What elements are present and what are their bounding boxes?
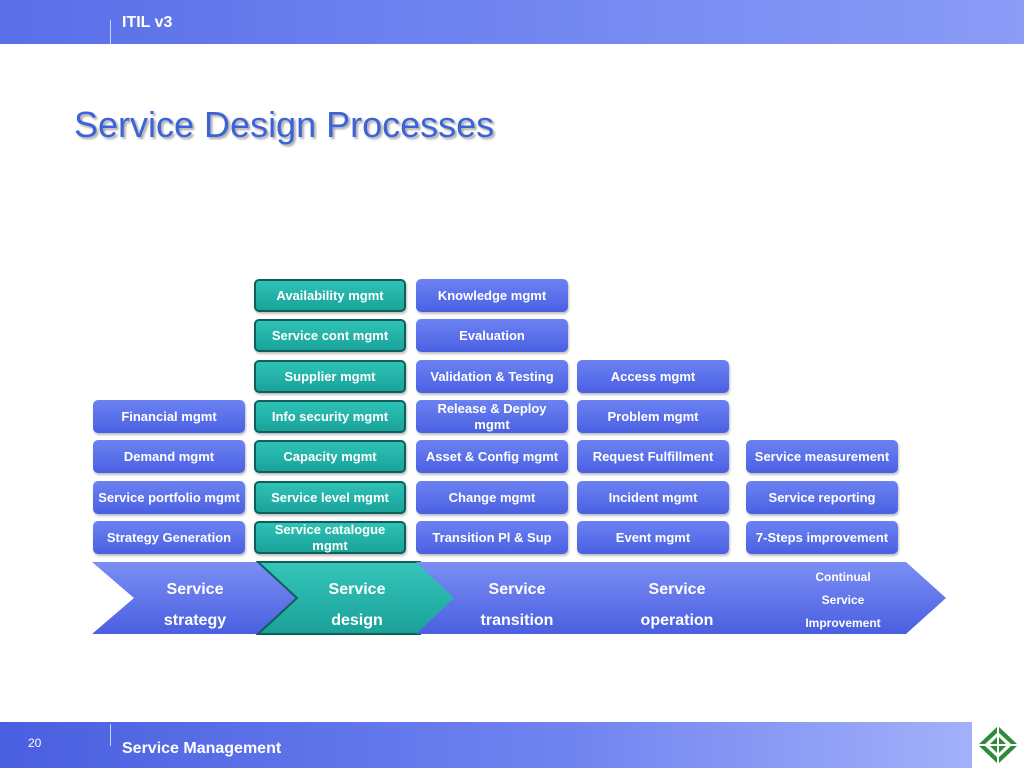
- operation-chevron: [576, 562, 778, 634]
- phase-design-line1: Service: [328, 581, 386, 598]
- service-catalogue-mgmt-box: Service catalogue mgmt: [254, 521, 406, 554]
- footer-bar: 20 Service Management: [0, 722, 1024, 768]
- page-number: 20: [28, 736, 42, 750]
- header-title: ITIL v3: [122, 14, 173, 31]
- request-fulfillment-box: Request Fulfillment: [577, 440, 729, 473]
- phase-strategy-line1: Service: [166, 581, 224, 598]
- capacity-mgmt-box: Capacity mgmt: [254, 440, 406, 473]
- phase-design-label: Service design: [292, 574, 422, 636]
- service-portfolio-mgmt-box: Service portfolio mgmt: [93, 481, 245, 514]
- validation-testing-box: Validation & Testing: [416, 360, 568, 393]
- phase-transition-label: Service transition: [452, 574, 582, 636]
- asset-config-mgmt-box: Asset & Config mgmt: [416, 440, 568, 473]
- change-mgmt-box: Change mgmt: [416, 481, 568, 514]
- phase-design-line2: design: [331, 612, 383, 629]
- seven-steps-improvement-box: 7-Steps improvement: [746, 521, 898, 554]
- phase-transition-line2: transition: [480, 612, 554, 629]
- phase-operation-line2: operation: [640, 612, 714, 629]
- service-measurement-box: Service measurement: [746, 440, 898, 473]
- strategy-generation-box: Strategy Generation: [93, 521, 245, 554]
- phase-csi-line2: Service: [821, 593, 865, 607]
- release-deploy-mgmt-box: Release & Deploy mgmt: [416, 400, 568, 433]
- phase-csi-label: Continual Service Improvement: [778, 566, 908, 635]
- availability-mgmt-box: Availability mgmt: [254, 279, 406, 312]
- financial-mgmt-box: Financial mgmt: [93, 400, 245, 433]
- access-mgmt-box: Access mgmt: [577, 360, 729, 393]
- phase-operation-label: Service operation: [612, 574, 742, 636]
- demand-mgmt-box: Demand mgmt: [93, 440, 245, 473]
- phase-operation-line1: Service: [648, 581, 706, 598]
- header-separator: [110, 20, 111, 44]
- phase-strategy-label: Service strategy: [130, 574, 260, 636]
- service-level-mgmt-box: Service level mgmt: [254, 481, 406, 514]
- logo: [972, 722, 1024, 768]
- problem-mgmt-box: Problem mgmt: [577, 400, 729, 433]
- phase-csi-line3: Improvement: [805, 616, 881, 630]
- transition-chevron: [416, 562, 618, 634]
- knowledge-mgmt-box: Knowledge mgmt: [416, 279, 568, 312]
- phase-strategy-line2: strategy: [163, 612, 227, 629]
- page-title: Service Design Processes: [74, 104, 495, 145]
- footer-title: Service Management: [122, 740, 282, 757]
- transition-pl-sup-box: Transition Pl & Sup: [416, 521, 568, 554]
- evaluation-box: Evaluation: [416, 319, 568, 352]
- strategy-chevron: [92, 562, 300, 634]
- service-reporting-box: Service reporting: [746, 481, 898, 514]
- info-security-mgmt-box: Info security mgmt: [254, 400, 406, 433]
- header-bar: ITIL v3: [0, 0, 1024, 44]
- incident-mgmt-box: Incident mgmt: [577, 481, 729, 514]
- supplier-mgmt-box: Supplier mgmt: [254, 360, 406, 393]
- phase-csi-line1: Continual: [815, 570, 871, 584]
- diamond-logo-icon: [978, 726, 1018, 764]
- csi-chevron: [738, 562, 946, 634]
- service-cont-mgmt-box: Service cont mgmt: [254, 319, 406, 352]
- phase-transition-line1: Service: [488, 581, 546, 598]
- footer-separator: [110, 724, 111, 746]
- event-mgmt-box: Event mgmt: [577, 521, 729, 554]
